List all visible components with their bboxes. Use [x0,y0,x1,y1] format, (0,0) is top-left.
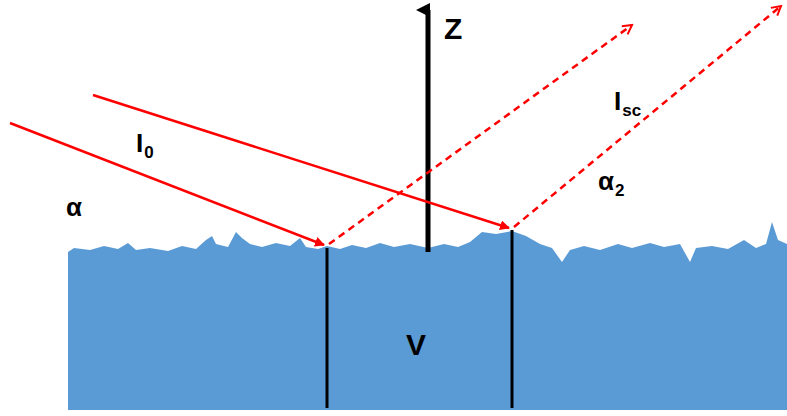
subscript: 2 [615,182,624,199]
incident-ray [10,123,324,245]
volume-label: V [406,330,426,360]
intensity-label: I [614,88,621,114]
scattered-ray [329,25,632,244]
scattered-ray [514,6,781,227]
incident-ray [93,95,509,228]
subscript: sc [622,102,641,119]
volume-boundary [326,248,329,408]
angle-label: α [598,168,614,194]
axis-label: Z [444,14,462,44]
subscript: 0 [144,144,153,161]
z-axis [426,10,431,252]
intensity-label: I [136,130,143,156]
volume-boundary [511,230,514,408]
angle-label: α [66,194,82,220]
